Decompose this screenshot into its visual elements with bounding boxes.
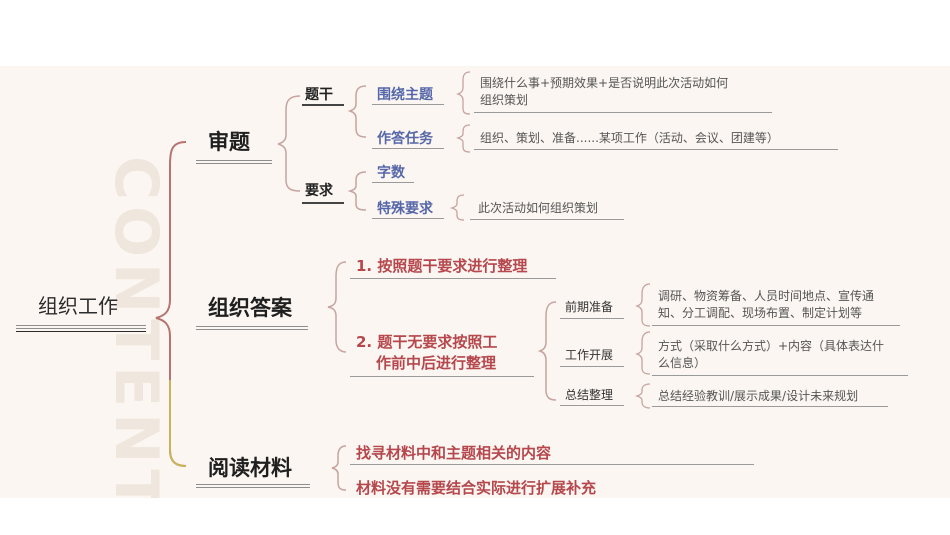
node-theme: 围绕主题 bbox=[377, 87, 433, 103]
phase-work-desc-underline bbox=[652, 375, 908, 376]
phase-prep-desc-line2: 知、分工调配、现场布置、制定计划等 bbox=[658, 306, 863, 320]
organize-item-1-underline bbox=[350, 278, 556, 279]
reading-item-1-underline bbox=[350, 464, 754, 465]
organize-item-1: 1. 按照题干要求进行整理 bbox=[356, 257, 528, 275]
task-underline bbox=[372, 148, 444, 149]
special-desc: 此次活动如何组织策划 bbox=[478, 201, 599, 215]
phase-summary: 总结整理 bbox=[565, 388, 614, 402]
content-watermark: CONTENT bbox=[101, 156, 166, 498]
branch-review: 审题 bbox=[208, 130, 250, 154]
task-desc-underline bbox=[474, 149, 838, 150]
task-desc: 组织、策划、准备......某项工作（活动、会议、团建等） bbox=[480, 131, 779, 145]
node-word-count: 字数 bbox=[377, 165, 405, 181]
node-requirements: 要求 bbox=[305, 183, 333, 199]
branch-reading: 阅读材料 bbox=[208, 456, 292, 480]
phase-prep-desc-underline bbox=[652, 325, 900, 326]
phase-prep-desc-line1: 调研、物资筹备、人员时间地点、宣传通 bbox=[658, 289, 875, 303]
root-underline-dark bbox=[16, 331, 146, 332]
phase-work: 工作开展 bbox=[565, 348, 614, 362]
branch-organize: 组织答案 bbox=[208, 296, 292, 320]
phase-prep: 前期准备 bbox=[565, 300, 614, 314]
special-desc-underline bbox=[470, 219, 624, 220]
phase-work-underline bbox=[560, 366, 624, 367]
reading-item-1: 找寻材料中和主题相关的内容 bbox=[356, 444, 552, 462]
node-task: 作答任务 bbox=[377, 131, 433, 147]
mindmap-canvas: CONTENT bbox=[0, 66, 950, 498]
phase-work-desc-line2: 么信息） bbox=[658, 356, 707, 370]
node-special: 特殊要求 bbox=[377, 201, 433, 217]
theme-underline bbox=[372, 104, 444, 105]
node-stem: 题干 bbox=[305, 87, 333, 103]
review-underline bbox=[196, 160, 272, 164]
root-underline bbox=[16, 325, 146, 329]
word-count-underline bbox=[372, 182, 414, 183]
organize-item-2-line1: 2. 题干无要求按照工 bbox=[356, 333, 498, 351]
requirements-underline bbox=[302, 202, 344, 204]
reading-underline bbox=[196, 484, 310, 488]
stem-underline bbox=[302, 104, 344, 106]
theme-desc-line2: 组织策划 bbox=[480, 93, 529, 107]
phase-summary-desc: 总结经验教训/展示成果/设计未来规划 bbox=[658, 389, 859, 403]
organize-item-2-line2: 作前中后进行整理 bbox=[376, 354, 497, 372]
organize-item-2-underline bbox=[350, 376, 534, 377]
theme-desc-underline bbox=[474, 112, 772, 113]
organize-underline bbox=[196, 326, 308, 330]
phase-summary-desc-underline bbox=[652, 406, 888, 407]
root-node: 组织工作 bbox=[38, 294, 118, 318]
phase-prep-underline bbox=[560, 318, 624, 319]
reading-item-2: 材料没有需要结合实际进行扩展补充 bbox=[356, 479, 597, 497]
special-underline bbox=[372, 218, 444, 219]
theme-desc-line1: 围绕什么事+预期效果+是否说明此次活动如何 bbox=[480, 76, 729, 90]
phase-work-desc-line1: 方式（采取什么方式）+内容（具体表达什 bbox=[658, 339, 885, 353]
phase-summary-underline bbox=[560, 405, 624, 406]
